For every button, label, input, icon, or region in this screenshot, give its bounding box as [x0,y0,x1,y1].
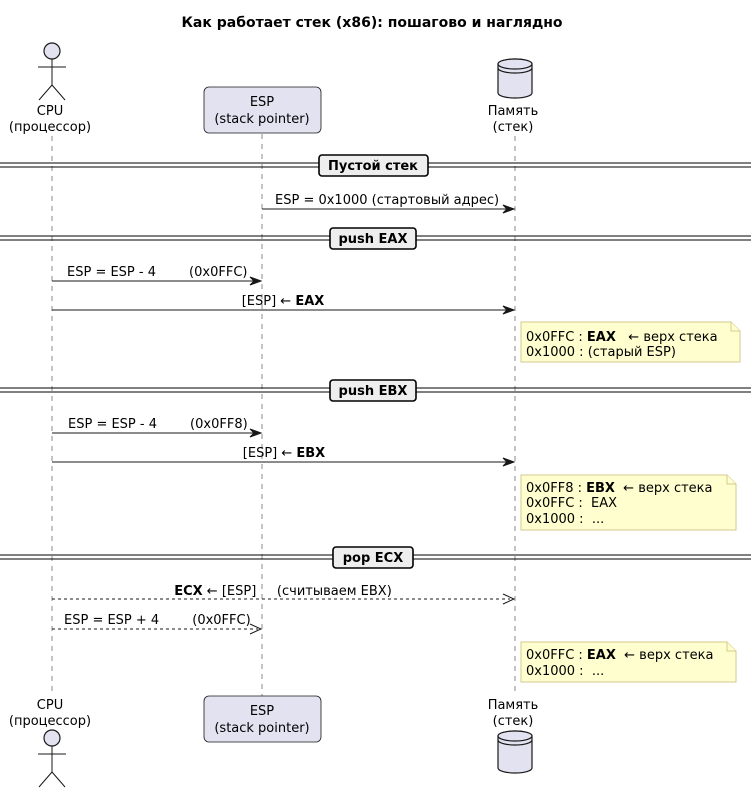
divider-label: push EAX [338,232,407,247]
note-stack-after-pop: 0x0FFC : EAX ← верх стека 0x1000 : ... [520,641,737,683]
message-esp-minus-4-b: ESP = ESP - 4 (0x0FF8) [52,417,263,438]
note-row: 0x0FF8 : EBX ← верх стека [526,481,713,496]
esp-label-line2: (stack pointer) [214,112,309,127]
message-store-eax: [ESP] ← EAX [52,294,516,315]
cpu-label-line2: (процессор) [9,714,91,729]
note-row: 0x0FFC : EAX ← верх стека [526,648,713,663]
note-row: 0x1000 : ... [526,512,604,527]
divider-pop-ecx: pop ECX [0,546,751,569]
message-esp-minus-4-a: ESP = ESP - 4 (0x0FFC) [52,265,263,286]
cpu-actor-bottom: CPU (процессор) [9,698,91,788]
message-label: ESP = ESP - 4 (0x0FF8) [68,417,248,432]
note-row: 0x0FFC : EAX [526,496,617,511]
message-label: ESP = 0x1000 (стартовый адрес) [275,193,499,208]
diagram-title: Как работает стек (x86): пошагово и нагл… [181,15,562,31]
divider-push-ebx: push EBX [0,379,751,402]
esp-label-line1: ESP [250,704,274,719]
message-label: ESP = ESP + 4 (0x0FFC) [64,613,251,628]
message-load-ecx: ECX ← [ESP] (считываем EBX) [52,584,516,605]
esp-label-line1: ESP [250,95,274,110]
message-label: [ESP] ← EBX [243,446,325,461]
cpu-label-line2: (процессор) [9,120,91,135]
divider-push-eax: push EAX [0,227,751,250]
arrowhead-open [249,623,263,635]
actor-icon [38,42,66,101]
esp-participant-bottom: ESP (stack pointer) [203,695,322,743]
message-esp-init: ESP = 0x1000 (стартовый адрес) [262,193,516,214]
arrowhead [249,428,263,438]
database-icon [497,730,533,774]
cpu-label-line1: CPU [37,104,63,119]
message-store-ebx: [ESP] ← EBX [52,446,516,467]
database-icon [497,58,533,99]
note-row: 0x1000 : (старый ESP) [526,345,676,360]
mem-label-line1: Память [488,104,539,119]
actor-icon [38,729,66,788]
divider-empty-stack: Пустой стек [0,154,751,177]
cpu-label-line1: CPU [37,698,63,713]
cpu-actor-top: CPU (процессор) [9,42,91,135]
mem-label-line2: (стек) [493,120,534,135]
note-stack-after-push-ebx: 0x0FF8 : EBX ← верх стека 0x0FFC : EAX 0… [520,474,737,531]
arrowhead [502,204,516,214]
participant-box [203,86,322,134]
esp-label-line2: (stack pointer) [214,721,309,736]
message-label: [ESP] ← EAX [242,294,325,309]
participant-box [203,695,322,743]
divider-label: push EBX [339,384,408,399]
note-stack-after-push-eax: 0x0FFC : EAX ← верх стека 0x1000 : (стар… [520,321,741,363]
note-row: 0x1000 : ... [526,664,604,679]
mem-participant-top: Память (стек) [488,58,539,135]
divider-label: pop ECX [343,551,404,566]
message-esp-plus-4: ESP = ESP + 4 (0x0FFC) [52,613,263,635]
note-row: 0x0FFC : EAX ← верх стека [526,330,718,345]
divider-label: Пустой стек [328,159,418,174]
message-label: ECX ← [ESP] (считываем EBX) [174,584,392,599]
message-label: ESP = ESP - 4 (0x0FFC) [67,265,247,280]
mem-label-line1: Память [488,698,539,713]
esp-participant-top: ESP (stack pointer) [203,86,322,134]
arrowhead [502,305,516,315]
arrowhead-open [502,593,516,605]
arrowhead [249,276,263,286]
mem-participant-bottom: Память (стек) [488,698,539,774]
mem-label-line2: (стек) [493,714,534,729]
arrowhead [502,457,516,467]
